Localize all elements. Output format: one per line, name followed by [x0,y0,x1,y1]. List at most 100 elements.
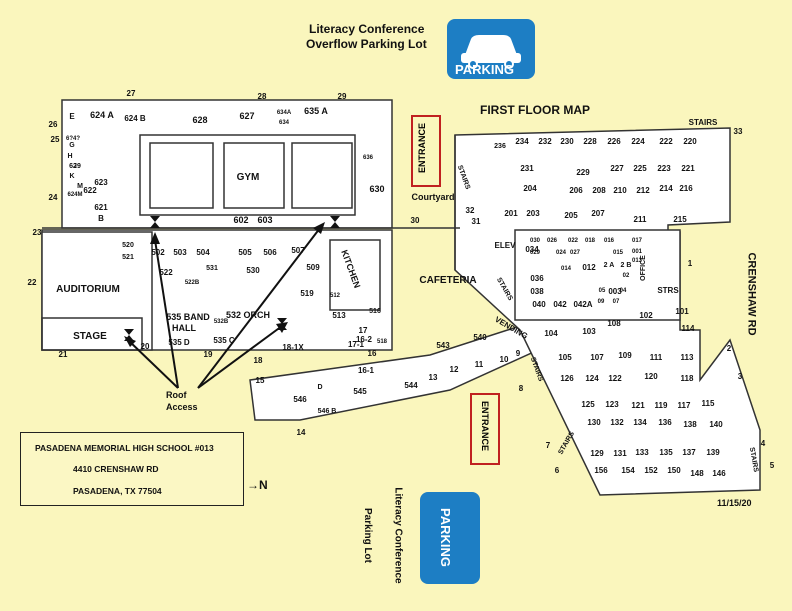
room-68: 206 [569,186,583,195]
door-2: 29 [338,92,347,101]
room-41: 518 [377,339,388,345]
door-29: 4 [761,439,766,448]
room-74: 201 [504,209,518,218]
north-entrance: ENTRANCE [411,115,441,187]
room-77: 207 [591,209,605,218]
room-139: 135 [659,448,673,457]
room-88: 026 [547,238,558,244]
room-144: 152 [644,466,658,475]
door-19: 14 [297,428,306,437]
room-71: 212 [636,186,650,195]
room-10: G [69,142,75,149]
room-84: 042 [553,300,567,309]
room-58: 224 [631,137,645,146]
room-62: 229 [576,168,590,177]
room-106: 001 [632,249,643,255]
door-31: 2 [727,344,732,353]
room-132: 134 [633,418,647,427]
area-orch: 532 ORCH [226,310,270,320]
room-52: 236 [494,143,506,150]
room-65: 223 [657,164,671,173]
room-123: 118 [681,374,694,383]
room-50: 546 B [318,408,337,415]
room-109: 101 [675,307,689,316]
door-1: 28 [258,92,267,101]
room-86: 030 [530,238,541,244]
north-entrance-label: ENTRANCE [417,122,428,174]
room-20: 621 [94,203,108,212]
room-126: 121 [631,401,645,410]
door-36: 33 [734,127,743,136]
door-9: 20 [141,342,150,351]
room-15: 6?4? [66,136,80,142]
room-141: 139 [706,448,720,457]
south-entrance-label: ENTRANCE [480,400,491,452]
door-27: 6 [555,466,560,475]
room-143: 154 [621,466,635,475]
room-4: 634A [277,110,292,116]
room-114: 105 [558,353,572,362]
car-icon [461,35,521,69]
overflow-lot-label-1: Literacy Conference [309,22,425,36]
room-37: 519 [300,289,314,298]
cafeteria-block [514,229,681,321]
room-128: 117 [678,401,691,410]
southwest-corridor [249,317,562,421]
room-99: 2 B [621,262,632,269]
room-16: 629 [69,163,81,170]
door-30: 3 [738,372,743,381]
room-112: 108 [607,319,621,328]
room-87: 029 [530,250,541,256]
door-23: 10 [500,355,509,364]
room-8: 630 [369,184,384,194]
room-129: 115 [702,399,715,408]
door-13: 17 [359,326,368,335]
room-90: 022 [568,238,579,244]
door-16: 16-1 [358,366,375,375]
door-21: 12 [450,365,459,374]
room-133: 136 [658,418,672,427]
room-59: 222 [659,137,673,146]
door-10: 19 [204,350,213,359]
area-office: OFFICE [640,255,647,281]
room-105: 003 [608,287,622,296]
room-66: 221 [681,164,695,173]
room-23: 603 [257,215,272,225]
map-date: 11/15/20 [717,498,752,508]
room-21: B [98,214,104,223]
room-9: E [69,112,75,121]
room-60: 220 [683,137,697,146]
room-97: 027 [570,250,581,256]
room-54: 232 [538,137,552,146]
door-0: 27 [127,89,136,98]
room-110: 104 [544,329,558,338]
room-80: 034 [525,245,539,254]
door-7: 22 [28,278,37,287]
room-28: 506 [263,248,277,257]
room-92: 017 [632,238,643,244]
room-49: 545 [353,387,367,396]
stairs-5: STAIRS [748,447,759,473]
room-43: 535 C [213,336,235,345]
room-118: 113 [681,353,694,362]
room-78: 211 [634,215,647,224]
room-47: 544 [404,381,418,390]
room-85: 042A [573,300,592,309]
room-57: 226 [607,137,621,146]
door-34: 31 [472,217,481,226]
door-33: 30 [411,216,420,225]
area-hall: HALL [172,323,196,333]
room-120: 124 [585,374,599,383]
door-5: 24 [49,193,58,202]
room-81: 036 [530,274,544,283]
room-122: 120 [644,372,658,381]
room-61: 231 [520,164,534,173]
room-89: 024 [556,250,567,256]
area-stage: STAGE [73,331,107,342]
door-25: 8 [519,384,524,393]
door-20: 13 [429,373,438,382]
room-145: 150 [667,466,681,475]
room-76: 205 [564,211,578,220]
roof-access-label-1: Roof [166,390,187,400]
